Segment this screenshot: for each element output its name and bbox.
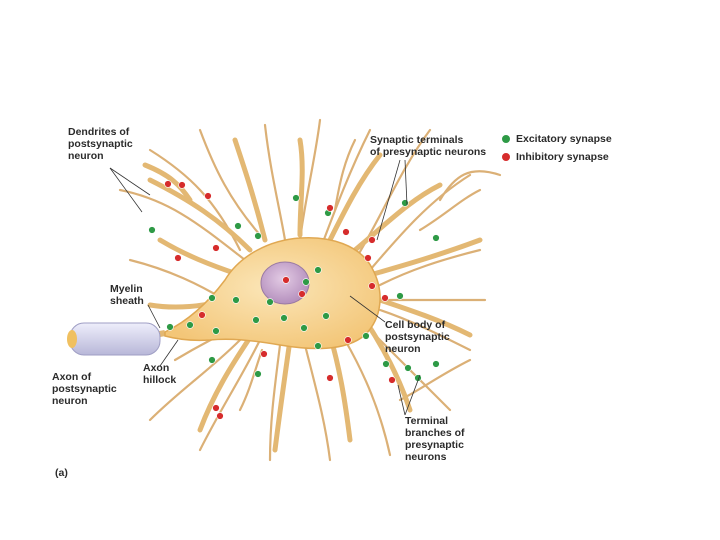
presynaptic-terminal-branches [118,118,502,462]
inhibitory-synapse [298,290,306,298]
inhibitory-synapse [326,374,334,382]
postsynaptic-axon [67,322,166,356]
excitatory-synapse [404,364,412,372]
inhibitory-synapse [178,181,186,189]
excitatory-synapse [166,323,174,331]
inhibitory-synapse [368,282,376,290]
excitatory-synapse [212,327,220,335]
excitatory-synapse [280,314,288,322]
excitatory-synapse [266,298,274,306]
excitatory-synapse [314,342,322,350]
myelin-sheath [69,322,161,356]
excitatory-synapse [396,292,404,300]
inhibitory-synapse [381,294,389,302]
label-axon-hillock: Axon hillock [143,362,177,386]
excitatory-synapse [302,278,310,286]
inhibitory-synapse [260,350,268,358]
label-axon: Axon of postsynaptic neuron [52,371,117,407]
label-terminal-branches: Terminal branches of presynaptic neurons [405,415,465,463]
excitatory-synapse [234,222,242,230]
inhibitory-synapse [198,311,206,319]
excitatory-synapse [148,226,156,234]
inhibitory-synapse [326,204,334,212]
excitatory-synapse [186,321,194,329]
legend-inhibitory-text: Inhibitory synapse [516,151,609,163]
legend-excitatory: Excitatory synapse [502,133,612,145]
label-cell-body: Cell body of postsynaptic neuron [385,319,450,355]
inhibitory-synapse [282,276,290,284]
excitatory-synapse [292,194,300,202]
label-leader-lines [109,159,421,416]
inhibitory-synapse [344,336,352,344]
inhibitory-synapse [174,254,182,262]
excitatory-synapse [254,232,262,240]
excitatory-synapse [314,266,322,274]
excitatory-synapse [232,296,240,304]
excitatory-synapse [254,370,262,378]
excitatory-synapse [432,360,440,368]
excitatory-dot-icon [502,135,510,143]
label-myelin-sheath: Myelin sheath [110,283,144,307]
excitatory-synapse [252,316,260,324]
inhibitory-synapse [388,376,396,384]
inhibitory-synapse [164,180,172,188]
inhibitory-synapse [212,404,220,412]
legend-inhibitory: Inhibitory synapse [502,151,609,163]
excitatory-synapse [322,312,330,320]
inhibitory-synapse [216,412,224,420]
excitatory-synapse [208,294,216,302]
excitatory-synapse [362,332,370,340]
excitatory-synapse [382,360,390,368]
figure-part-label: (a) [55,466,68,479]
excitatory-synapse [208,356,216,364]
excitatory-synapse [401,199,409,207]
excitatory-synapse [432,234,440,242]
inhibitory-dot-icon [502,153,510,161]
legend-excitatory-text: Excitatory synapse [516,133,612,145]
label-dendrites: Dendrites of postsynaptic neuron [68,126,133,162]
inhibitory-synapse [204,192,212,200]
axon-node [67,330,77,348]
postsynaptic-dendrites [142,137,483,453]
inhibitory-synapse [368,236,376,244]
synapse-markers [148,180,440,420]
label-synaptic-terminals: Synaptic terminals of presynaptic neuron… [370,134,487,158]
inhibitory-synapse [364,254,372,262]
inhibitory-synapse [342,228,350,236]
excitatory-synapse [300,324,308,332]
inhibitory-synapse [212,244,220,252]
